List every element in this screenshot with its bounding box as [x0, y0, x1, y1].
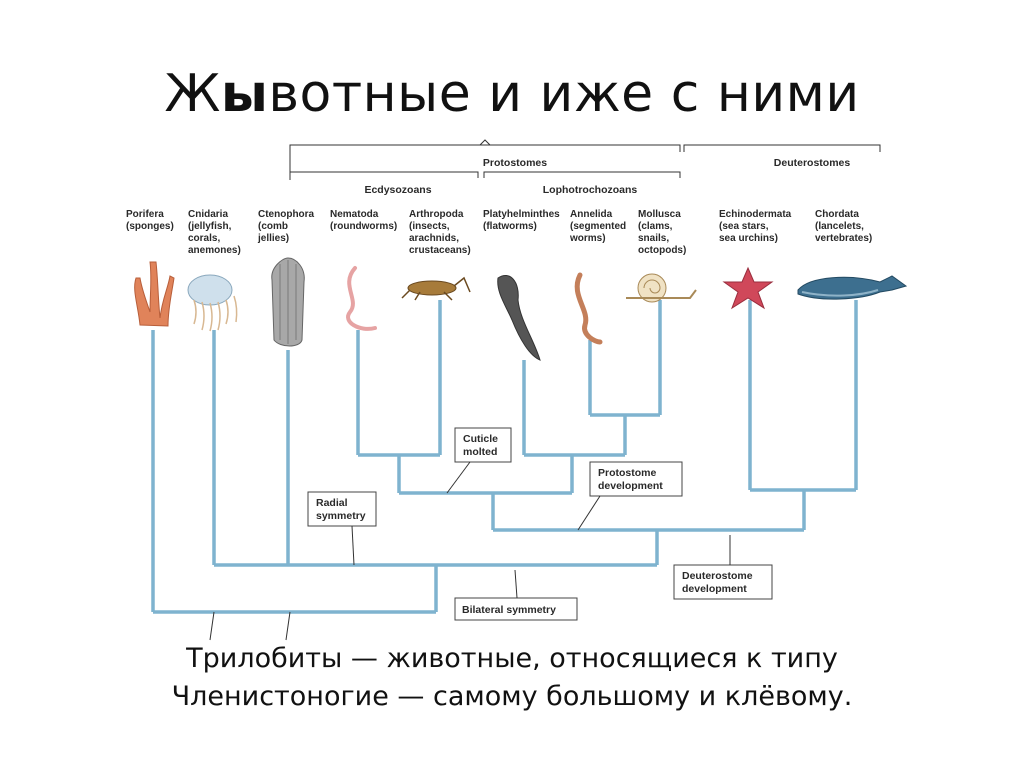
svg-text:worms): worms)	[569, 233, 606, 244]
svg-text:(segmented: (segmented	[570, 221, 626, 232]
svg-text:(clams,: (clams,	[638, 221, 673, 232]
taxon-name: Cnidaria	[188, 209, 228, 220]
protostomes-label: Protostomes	[483, 157, 547, 169]
taxon-name: Annelida	[570, 209, 613, 220]
svg-text:Cnidaria: Cnidaria	[188, 209, 228, 220]
svg-text:crustaceans): crustaceans)	[409, 245, 471, 256]
taxon-name: Nematoda	[330, 209, 379, 220]
taxon-nematoda: Nematoda (roundworms)	[330, 209, 397, 232]
svg-text:Nematoda: Nematoda	[330, 209, 379, 220]
svg-text:molted: molted	[463, 446, 497, 458]
taxon-name: Ctenophora	[258, 209, 315, 220]
svg-text:Annelida: Annelida	[570, 209, 613, 220]
callout-radial-symmetry: Radial symmetry	[307, 491, 377, 566]
caption-line-2: Членистоногие — самому большому и клёвом…	[171, 681, 853, 712]
callout-protostome-development: Protostome development	[577, 461, 683, 531]
deuterostomes-bracket: Deuterostomes	[683, 144, 881, 169]
svg-text:arachnids,: arachnids,	[409, 233, 459, 244]
svg-text:(lancelets,: (lancelets,	[815, 221, 864, 232]
taxon-name: Chordata	[815, 209, 859, 220]
svg-text:(insects,: (insects,	[409, 221, 450, 232]
svg-text:(roundworms): (roundworms)	[330, 221, 397, 232]
caption-line-1: Трилобиты — животные, относящиеся к типу	[186, 643, 838, 674]
svg-text:Echinodermata: Echinodermata	[719, 209, 792, 220]
title-part-3: вотные и иже с ними	[268, 64, 860, 124]
taxon-mollusca: Mollusca (clams, snails, octopods)	[638, 209, 686, 256]
svg-text:(flatworms): (flatworms)	[483, 221, 537, 232]
svg-text:symmetry: symmetry	[316, 510, 366, 522]
comb-jelly-illustration	[271, 257, 305, 347]
svg-text:Chordata: Chordata	[815, 209, 859, 220]
taxon-name: Arthropoda	[409, 209, 464, 220]
callout-deuterostome-development: Deuterostome development	[673, 535, 773, 600]
lophotrochozoans-bracket: Lophotrochozoans	[483, 171, 681, 196]
callout-bilateral-symmetry: Bilateral symmetry	[454, 569, 578, 621]
slide-title: Жывотные и иже с ними	[0, 64, 1024, 124]
svg-text:sea urchins): sea urchins)	[719, 233, 778, 244]
svg-text:Porifera: Porifera	[126, 209, 164, 220]
phylogenetic-tree	[151, 300, 858, 614]
deuterostomes-label: Deuterostomes	[774, 157, 851, 169]
svg-text:Deuterostome: Deuterostome	[682, 570, 753, 582]
svg-text:snails,: snails,	[638, 233, 669, 244]
svg-text:octopods): octopods)	[638, 245, 686, 256]
taxon-annelida: Annelida (segmented worms)	[569, 209, 626, 244]
taxon-name: Echinodermata	[719, 209, 792, 220]
taxon-name: Platyhelminthes	[483, 209, 560, 220]
svg-text:development: development	[682, 583, 747, 595]
svg-text:Arthropoda: Arthropoda	[409, 209, 464, 220]
flatworm-illustration	[497, 275, 541, 361]
svg-text:Cuticle: Cuticle	[463, 433, 498, 445]
svg-text:Radial: Radial	[316, 497, 348, 509]
grasshopper-illustration	[401, 276, 471, 301]
svg-text:anemones): anemones)	[188, 245, 241, 256]
ecdysozoans-label: Ecdysozoans	[364, 184, 431, 196]
sponge-illustration	[134, 261, 175, 327]
svg-text:(jellyfish,: (jellyfish,	[188, 221, 232, 232]
slide-caption: Трилобиты — животные, относящиеся к типу…	[0, 640, 1024, 716]
taxon-arthropoda: Arthropoda (insects, arachnids, crustace…	[409, 209, 471, 256]
title-part-2: ы	[220, 64, 269, 124]
svg-text:Platyhelminthes: Platyhelminthes	[483, 209, 560, 220]
svg-text:(sponges): (sponges)	[126, 221, 174, 232]
taxon-ctenophora: Ctenophora (comb jellies)	[257, 209, 315, 244]
taxon-platyhelminthes: Platyhelminthes (flatworms)	[483, 209, 560, 232]
svg-text:Protostome: Protostome	[598, 467, 657, 479]
taxon-name: Mollusca	[638, 209, 681, 220]
whale-illustration	[797, 275, 908, 300]
svg-text:Ctenophora: Ctenophora	[258, 209, 315, 220]
title-part-1: Ж	[164, 64, 221, 124]
svg-text:vertebrates): vertebrates)	[815, 233, 872, 244]
jellyfish-illustration	[187, 274, 238, 332]
svg-text:corals,: corals,	[188, 233, 220, 244]
snail-illustration	[626, 273, 697, 303]
protostomes-bracket: Protostomes	[289, 139, 681, 169]
callout-cuticle-molted: Cuticle molted	[446, 427, 512, 494]
taxon-chordata: Chordata (lancelets, vertebrates)	[815, 209, 872, 244]
ecdysozoans-bracket: Ecdysozoans	[289, 171, 479, 196]
taxon-echinodermata: Echinodermata (sea stars, sea urchins)	[719, 209, 792, 244]
svg-text:(sea stars,: (sea stars,	[719, 221, 769, 232]
lophotrochozoans-label: Lophotrochozoans	[543, 184, 638, 196]
taxon-name: Porifera	[126, 209, 164, 220]
segmented-worm-illustration	[574, 272, 603, 345]
svg-text:Bilateral symmetry: Bilateral symmetry	[462, 604, 556, 616]
taxon-porifera: Porifera (sponges)	[126, 209, 174, 232]
roundworm-illustration	[346, 266, 377, 331]
starfish-illustration	[722, 266, 774, 310]
svg-text:Mollusca: Mollusca	[638, 209, 681, 220]
taxon-cnidaria: Cnidaria (jellyfish, corals, anemones)	[188, 209, 241, 256]
svg-text:jellies): jellies)	[257, 233, 289, 244]
svg-text:(comb: (comb	[258, 221, 288, 232]
svg-text:development: development	[598, 480, 663, 492]
